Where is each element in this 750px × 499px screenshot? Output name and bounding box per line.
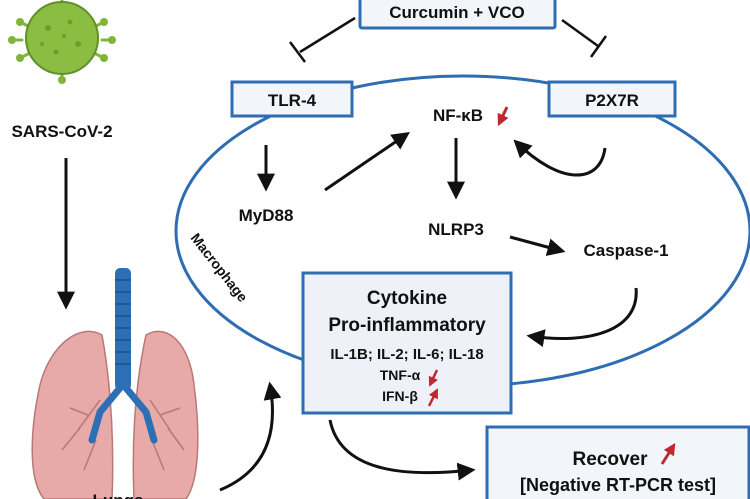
recover-box xyxy=(485,425,750,499)
nfkb-label: NF-κB xyxy=(433,106,483,125)
p2x7r-to-nfkb-arrow xyxy=(513,139,607,177)
cytokine-title: Cytokine xyxy=(367,288,447,309)
treatment-label: Curcumin + VCO xyxy=(389,3,525,22)
tnf-down-indicator xyxy=(428,369,439,387)
tlr4-label: TLR-4 xyxy=(268,91,317,110)
p2x7r-label: P2X7R xyxy=(585,91,639,110)
interleukin-list: IL-1B; IL-2; IL-6; IL-18 xyxy=(330,346,483,363)
treatment-box xyxy=(358,0,557,30)
p2x7r-box xyxy=(547,80,677,118)
inhibit-tlr4 xyxy=(289,16,356,63)
lungs-to-macrophage-arrow xyxy=(219,381,282,492)
ifn-up-indicator xyxy=(427,388,439,407)
myd88-label: MyD88 xyxy=(239,206,294,225)
nfkb-down-indicator xyxy=(497,106,509,127)
macrophage-label: Macrophage xyxy=(188,230,252,305)
nlrp3-label: NLRP3 xyxy=(428,220,484,239)
cytokine-subtitle: Pro-inflammatory xyxy=(328,315,486,336)
lungs-icon xyxy=(31,268,199,499)
recover-up-indicator xyxy=(660,442,676,465)
inhibit-p2x7r xyxy=(561,18,608,58)
virus-label: SARS-CoV-2 xyxy=(11,122,112,141)
cytokine-box xyxy=(301,271,513,415)
tnf-label: TNF-α xyxy=(380,367,421,383)
caspase1-label: Caspase-1 xyxy=(583,241,668,260)
cytokine-to-recover-arrow xyxy=(328,419,476,481)
ifn-label: IFN-β xyxy=(382,388,418,404)
recover-title: Recover xyxy=(573,449,649,470)
lungs-label: Lungs xyxy=(93,491,144,499)
nlrp3-to-caspase-arrow xyxy=(509,235,566,256)
virus-icon xyxy=(8,0,116,84)
recover-subtitle: [Negative RT-PCR test] xyxy=(520,475,716,495)
caspase-to-cytokine-arrow xyxy=(526,287,638,348)
tlr4-box xyxy=(230,80,354,118)
myd88-to-nfkb-arrow xyxy=(324,131,410,192)
